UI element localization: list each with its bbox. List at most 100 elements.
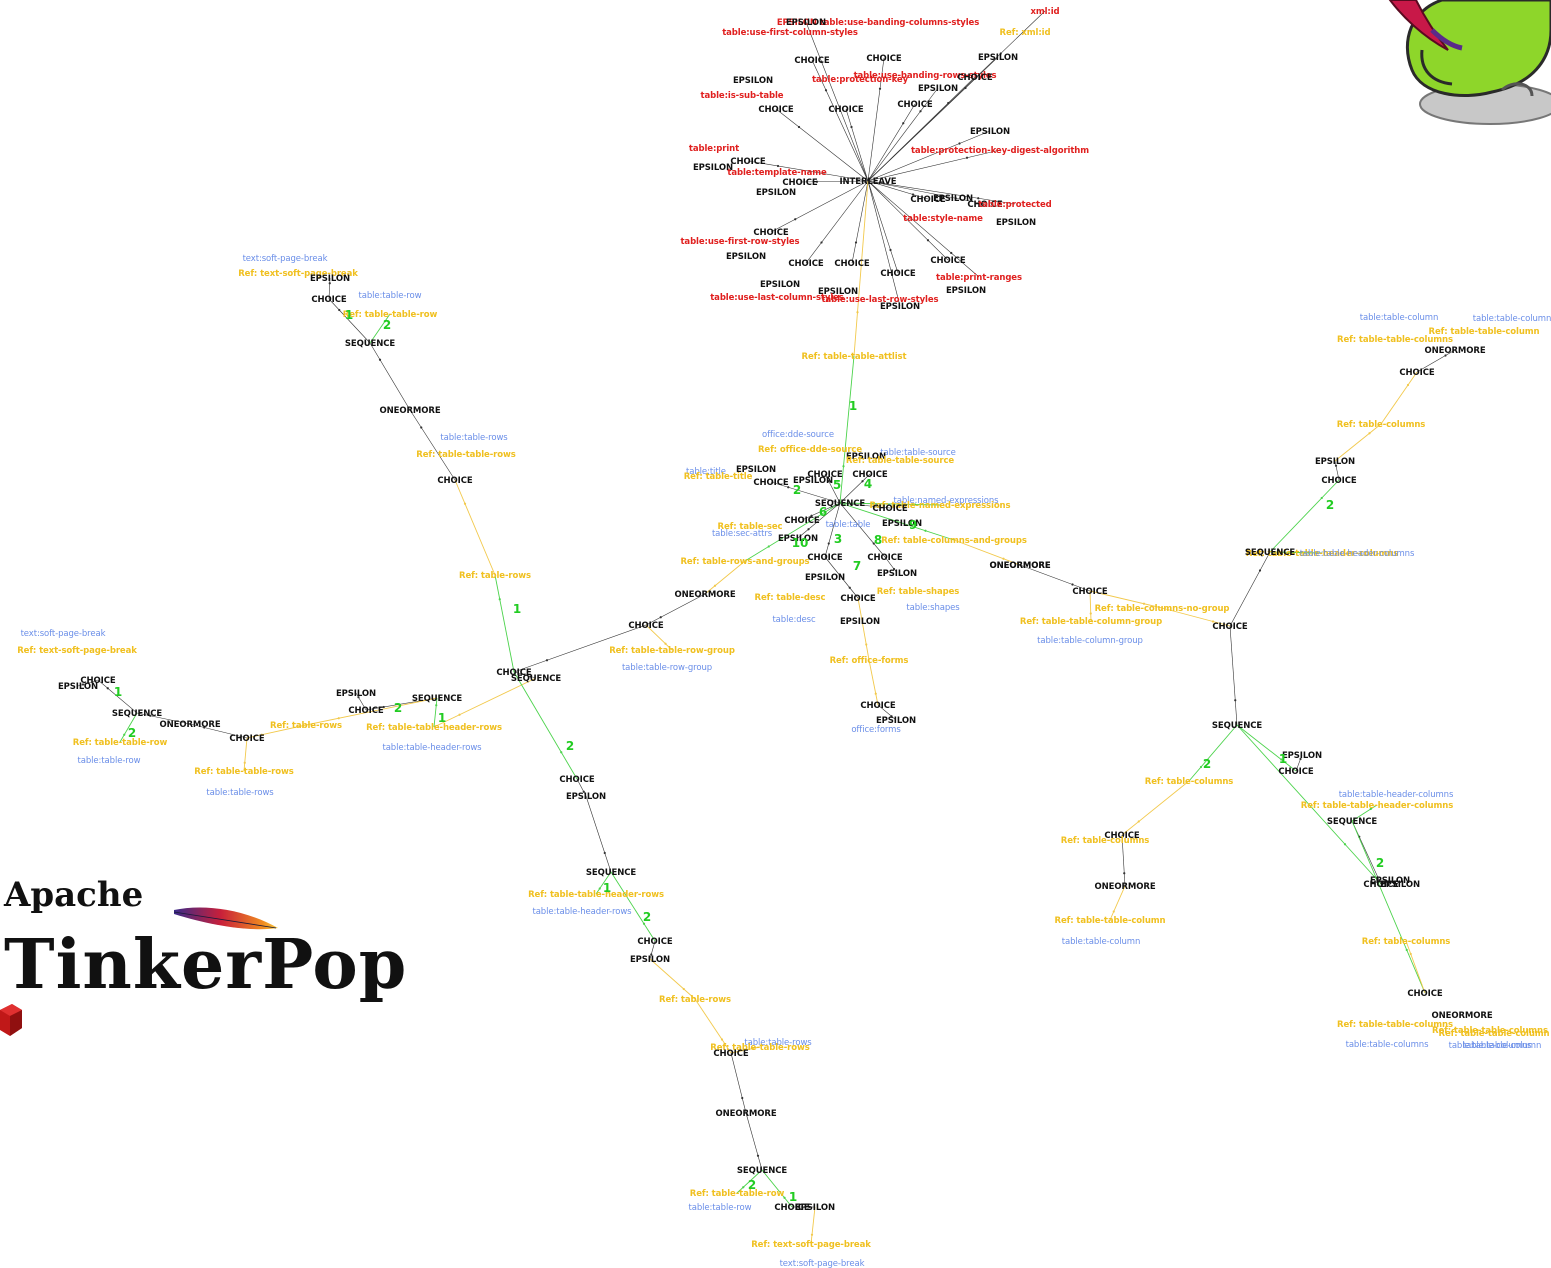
graph-node-label[interactable]: CHOICE: [80, 676, 116, 686]
graph-node-label[interactable]: Ref: text-soft-page-break: [17, 646, 137, 656]
graph-node-label[interactable]: Ref: table-shapes: [877, 587, 960, 597]
graph-node-label[interactable]: EPSILON: [778, 534, 818, 544]
graph-node-label[interactable]: CHOICE: [930, 256, 966, 266]
graph-node-label[interactable]: Ref: table-desc: [755, 593, 826, 603]
graph-node-label[interactable]: Ref: table-columns-no-group: [1095, 604, 1230, 614]
graph-node-label[interactable]: EPSILON: [846, 452, 886, 462]
graph-node-label[interactable]: CHOICE: [1321, 476, 1357, 486]
graph-node-label[interactable]: table:table-columns: [1449, 1041, 1533, 1051]
graph-node-label[interactable]: CHOICE: [828, 105, 864, 115]
graph-node-label[interactable]: table:table-header-columns: [1339, 790, 1454, 800]
graph-node-label[interactable]: table:table-rows: [744, 1038, 812, 1048]
graph-node-label[interactable]: 2: [643, 910, 651, 924]
graph-node-label[interactable]: 1: [513, 602, 521, 616]
graph-node-label[interactable]: text:soft-page-break: [780, 1259, 865, 1268]
graph-node-label[interactable]: SEQUENCE: [412, 694, 463, 704]
graph-node-label[interactable]: Ref: table-columns: [1061, 836, 1150, 846]
graph-node-label[interactable]: Ref: table-columns: [1337, 420, 1426, 430]
graph-node-label[interactable]: Ref: table-title: [684, 472, 753, 482]
graph-node-label[interactable]: Ref: table-columns: [1145, 777, 1234, 787]
graph-node-label[interactable]: table:print: [689, 144, 739, 154]
graph-node-label[interactable]: CHOICE: [1212, 622, 1248, 632]
graph-node-label[interactable]: Ref: table-sec: [718, 522, 783, 532]
graph-node-label[interactable]: CHOICE: [713, 1049, 749, 1059]
graph-node-label[interactable]: CHOICE: [758, 105, 794, 115]
graph-node-label[interactable]: EPSILON: [795, 1203, 835, 1213]
graph-node-label[interactable]: table:use-first-column-styles: [722, 28, 858, 38]
graph-node-label[interactable]: 8: [874, 533, 882, 547]
graph-node-label[interactable]: CHOICE: [897, 100, 933, 110]
graph-node-label[interactable]: table:table-rows: [440, 433, 508, 443]
graph-node-label[interactable]: SEQUENCE: [1327, 817, 1378, 827]
graph-node-label[interactable]: Ref: office-dde-source: [758, 445, 862, 455]
graph-node-label[interactable]: Ref: table-table-source: [846, 456, 955, 466]
graph-node-label[interactable]: Ref: table-table-row: [73, 738, 168, 748]
graph-node-label[interactable]: CHOICE: [782, 178, 818, 188]
graph-node-label[interactable]: SEQUENCE: [112, 709, 163, 719]
graph-node-label[interactable]: CHOICE: [880, 269, 916, 279]
graph-node-label[interactable]: CHOICE: [753, 228, 789, 238]
graph-node-label[interactable]: table:sec-attrs: [712, 529, 773, 539]
graph-node-label[interactable]: SEQUENCE: [511, 674, 562, 684]
graph-node-label[interactable]: CHOICE: [1399, 368, 1435, 378]
graph-node-label[interactable]: CHOICE: [1278, 767, 1314, 777]
graph-node-label[interactable]: EPSILON: [793, 476, 833, 486]
graph-node-label[interactable]: table:table-row-group: [622, 663, 712, 673]
graph-node-label[interactable]: EPSILON: [630, 955, 670, 965]
graph-node-label[interactable]: CHOICE: [1363, 880, 1399, 890]
graph-node-label[interactable]: CHOICE: [807, 553, 843, 563]
graph-node-label[interactable]: table:table-column: [1062, 937, 1141, 947]
graph-node-label[interactable]: Ref: table-table-column: [1429, 327, 1540, 337]
graph-node-label[interactable]: CHOICE: [967, 200, 1003, 210]
graph-node-label[interactable]: CHOICE: [628, 621, 664, 631]
graph-node-label[interactable]: table:is-sub-table: [701, 91, 784, 101]
graph-node-label[interactable]: Ref: table-table-header-rows: [366, 723, 502, 733]
graph-node-label[interactable]: 1: [789, 1190, 797, 1204]
graph-node-label[interactable]: table:table-row: [78, 756, 141, 766]
graph-node-label[interactable]: EPSILON: [756, 188, 796, 198]
graph-node-label[interactable]: xml:id: [1030, 7, 1059, 17]
graph-node-label[interactable]: text:soft-page-break: [21, 629, 106, 639]
graph-node-label[interactable]: 2: [383, 318, 391, 332]
graph-node-label[interactable]: EPSILON: [996, 218, 1036, 228]
graph-node-label[interactable]: ONEORMORE: [674, 590, 735, 600]
graph-node-label[interactable]: 5: [833, 478, 841, 492]
graph-node-label[interactable]: EPSILON: [566, 792, 606, 802]
graph-node-label[interactable]: table:table-column: [1463, 1041, 1542, 1051]
graph-node-label[interactable]: CHOICE: [784, 516, 820, 526]
graph-node-label[interactable]: CHOICE: [229, 734, 265, 744]
graph-node-label[interactable]: CHOICE: [807, 470, 843, 480]
graph-node-label[interactable]: SEQUENCE: [1212, 721, 1263, 731]
graph-node-label[interactable]: table:table-header-rows: [532, 907, 632, 917]
graph-node-label[interactable]: EPSILON: [693, 163, 733, 173]
graph-node-label[interactable]: Ref: table-table-attlist: [802, 352, 907, 362]
graph-node-label[interactable]: Ref: table-named-expressions: [870, 501, 1011, 511]
graph-node-label[interactable]: EPSILON: [877, 569, 917, 579]
graph-node-label[interactable]: CHOICE: [348, 706, 384, 716]
graph-node-label[interactable]: EPSILON: [336, 689, 376, 699]
graph-node-label[interactable]: table:table-column: [1360, 313, 1439, 323]
graph-node-label[interactable]: 2: [394, 701, 402, 715]
graph-node-label[interactable]: EPSILON: [786, 18, 826, 28]
graph-node-label[interactable]: Ref: table-table-row: [343, 310, 438, 320]
graph-node-label[interactable]: table:protected: [978, 200, 1051, 210]
graph-node-label[interactable]: SEQUENCE: [586, 868, 637, 878]
graph-node-label[interactable]: Ref: table-table-header-columns: [1301, 801, 1454, 811]
graph-node-label[interactable]: Ref: table-table-column: [1439, 1029, 1550, 1039]
graph-node-label[interactable]: table:use-first-row-styles: [680, 237, 799, 247]
graph-node-label[interactable]: 1: [1279, 752, 1287, 766]
graph-node-label[interactable]: CHOICE: [311, 295, 347, 305]
graph-node-label[interactable]: office:forms: [851, 725, 901, 735]
graph-node-label[interactable]: ONEORMORE: [715, 1109, 776, 1119]
graph-node-label[interactable]: CHOICE: [834, 259, 870, 269]
graph-node-label[interactable]: 2: [748, 1178, 756, 1192]
graph-node-label[interactable]: Ref: table-rows: [459, 571, 531, 581]
graph-node-label[interactable]: 9: [909, 518, 917, 532]
graph-node-label[interactable]: CHOICE: [1407, 989, 1443, 999]
graph-node-label[interactable]: EPSILON: [1380, 880, 1420, 890]
graph-node-label[interactable]: EPSILON: [805, 573, 845, 583]
graph-node-label[interactable]: ONEORMORE: [379, 406, 440, 416]
graph-node-label[interactable]: office:dde-source: [762, 430, 834, 440]
graph-node-label[interactable]: CHOICE: [496, 668, 532, 678]
graph-node-label[interactable]: Ref: office-forms: [830, 656, 909, 666]
